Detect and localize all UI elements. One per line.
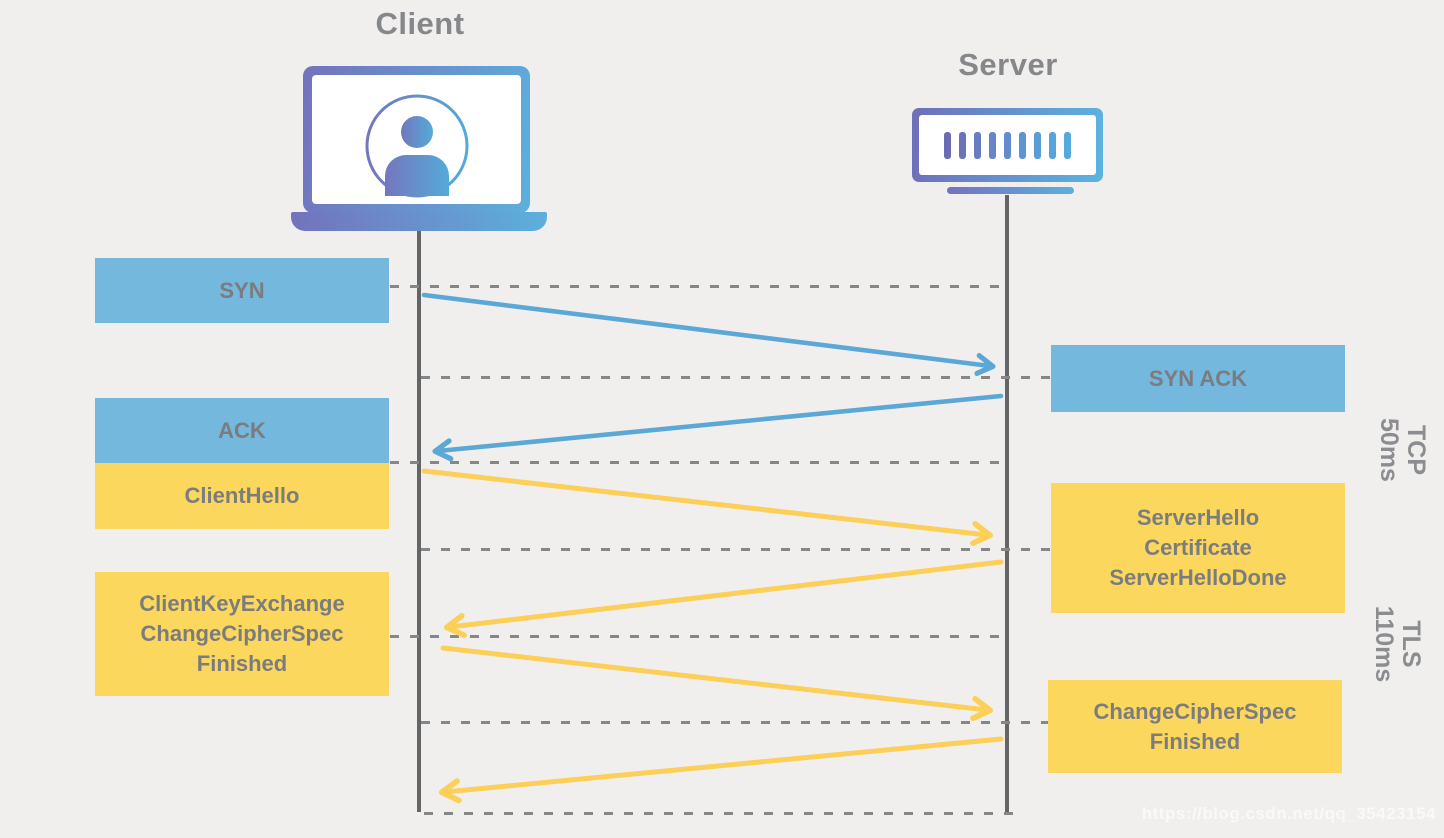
server-lifeline	[1005, 195, 1009, 812]
user-icon	[365, 94, 469, 198]
server-slot-bar	[1064, 131, 1071, 159]
tls-phase-duration: 110ms	[1370, 605, 1398, 683]
server-hello-arrow	[443, 559, 1004, 638]
tls-phase-label: TLS 110ms	[1370, 584, 1425, 704]
client-lifeline	[417, 231, 421, 812]
dashed-guide-ack	[390, 461, 1006, 464]
server-slot-bar	[1004, 131, 1011, 159]
syn-ack-arrow	[432, 393, 1004, 462]
ack-box: ACK	[95, 398, 389, 463]
server-slot-bar	[989, 131, 996, 159]
dashed-guide-change-cipher-spec	[421, 721, 1048, 724]
syn-ack-box-label: SYN ACK	[1148, 365, 1248, 391]
server-label: Server	[958, 47, 1058, 82]
server-hello-box: ServerHello Certificate ServerHelloDone	[1051, 483, 1345, 613]
client-key-exchange-box: ClientKeyExchange ChangeCipherSpec Finis…	[95, 572, 389, 696]
change-cipher-spec-arrow	[438, 736, 1004, 804]
ack-box-label: ACK	[218, 417, 266, 443]
server-icon	[912, 108, 1103, 182]
client-hello-box: ClientHello	[95, 463, 389, 529]
server-stand	[947, 187, 1074, 194]
laptop-icon	[303, 66, 530, 213]
syn-arrow	[421, 292, 996, 377]
change-cipher-spec-box-line: ChangeCipherSpec	[1093, 698, 1297, 724]
client-label: Client	[375, 6, 465, 41]
client-key-exchange-arrow	[440, 645, 994, 722]
server-front-panel	[919, 115, 1096, 175]
certificate-line: Certificate	[1144, 535, 1252, 560]
laptop-screen	[312, 75, 521, 204]
server-slot-bar	[974, 131, 981, 159]
dashed-guide-syn	[390, 285, 1006, 288]
dashed-guide-syn-ack	[421, 376, 1051, 379]
syn-box: SYN	[95, 258, 389, 323]
finished-line: Finished	[196, 651, 288, 676]
syn-box-label: SYN	[219, 277, 265, 303]
change-cipher-spec-box: ChangeCipherSpec Finished	[1048, 680, 1342, 773]
watermark: https://blog.csdn.net/qq_35423154	[1141, 804, 1436, 823]
server-slot-bar	[944, 131, 951, 159]
server-slot-bar	[1019, 131, 1026, 159]
client-hello-arrow	[421, 468, 994, 547]
dashed-guide-bottom	[424, 812, 1014, 815]
server-slot-bar	[1034, 131, 1041, 159]
server-slot-bar	[959, 131, 966, 159]
server-hello-line: ServerHello	[1136, 505, 1260, 530]
tcp-phase-label: TCP 50ms	[1375, 390, 1430, 510]
tls-phase-name: TLS	[1397, 620, 1425, 668]
syn-ack-box: SYN ACK	[1051, 345, 1345, 412]
finished-box-line: Finished	[1149, 728, 1241, 754]
change-cipher-spec-line: ChangeCipherSpec	[140, 621, 344, 646]
dashed-guide-client-key-exchange	[390, 635, 1006, 638]
server-hello-done-line: ServerHelloDone	[1109, 565, 1287, 590]
tcp-phase-name: TCP	[1402, 425, 1430, 475]
client-hello-box-label: ClientHello	[184, 483, 300, 508]
tcp-phase-duration: 50ms	[1375, 418, 1403, 482]
laptop-base	[291, 212, 547, 231]
server-slot-bar	[1049, 131, 1056, 159]
client-key-exchange-line: ClientKeyExchange	[139, 591, 345, 616]
dashed-guide-server-hello	[421, 548, 1051, 551]
